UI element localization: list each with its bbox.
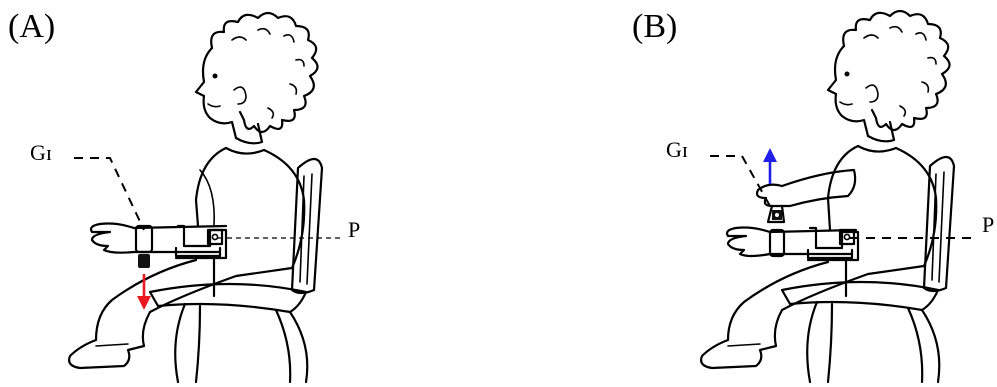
panel-a-label: (A): [8, 8, 56, 45]
wrist-strap-2: [768, 228, 786, 258]
wrist-sensor: [138, 254, 150, 268]
face: [194, 46, 238, 140]
wrist-strap: [134, 224, 154, 254]
panel-b-sensor-label: Gɪ: [666, 137, 688, 162]
panel-a-sensor-label: Gɪ: [30, 140, 52, 165]
hand: [725, 226, 772, 258]
legs: [68, 258, 238, 370]
pivot-point: [211, 233, 219, 241]
hair: [210, 11, 319, 134]
arrow-down-icon: [137, 274, 151, 310]
panel-b-pivot-label: P: [982, 212, 995, 237]
pivot-point: [843, 233, 851, 241]
panel-a-illustration: [68, 11, 342, 384]
ear: [865, 84, 879, 103]
eye: [212, 73, 218, 79]
wrist-strap: [766, 204, 786, 224]
arrow-up-icon: [763, 148, 777, 184]
chair: [780, 155, 956, 384]
raised-forearm: [780, 168, 857, 208]
sensor-leader: [74, 157, 145, 231]
panel-b-label: (B): [632, 8, 678, 45]
arm-device: [174, 224, 228, 260]
face: [826, 44, 870, 138]
sensor-leader: [710, 155, 771, 207]
hand: [89, 222, 136, 254]
ear: [233, 86, 247, 105]
hair: [842, 9, 951, 132]
mouth: [207, 103, 221, 108]
panel-a-pivot-label: P: [348, 217, 361, 242]
mouth: [839, 101, 853, 106]
arm-device: [806, 226, 860, 262]
eye: [844, 71, 850, 77]
legs: [700, 260, 870, 370]
torso: [194, 146, 306, 278]
chair: [148, 157, 324, 384]
panel-b-illustration: [700, 9, 978, 384]
raised-hand: [755, 183, 792, 208]
